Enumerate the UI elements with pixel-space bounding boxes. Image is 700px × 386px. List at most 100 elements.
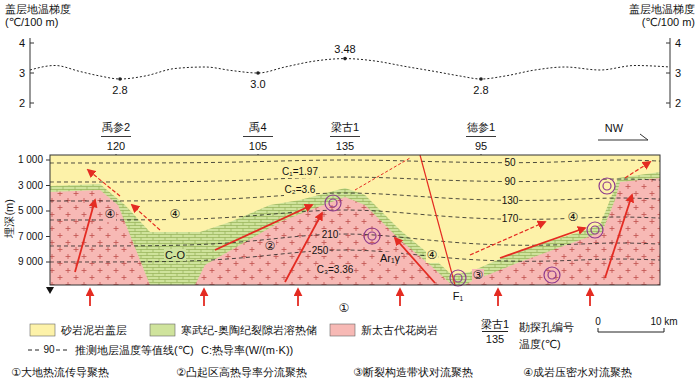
depth-tick — [46, 160, 50, 161]
isotherm-line — [50, 250, 660, 262]
axis-unit: (℃/100 m) — [641, 16, 696, 29]
callout-number: ① — [338, 302, 351, 316]
water-flow — [88, 162, 650, 255]
isotherm-label: 90 — [42, 344, 55, 356]
axis-title: 埋深(m) — [3, 198, 16, 239]
depth-arrow — [46, 287, 54, 294]
strata-label: Ar₁γ — [379, 252, 401, 265]
tick-label: 3 — [674, 67, 682, 80]
well-name: 梁古1 — [330, 121, 360, 134]
isotherm-label: 210 — [321, 229, 340, 241]
heat-flow — [75, 195, 632, 306]
axis-line — [30, 38, 34, 108]
well-sample — [482, 331, 508, 332]
well-temperature: 120 — [106, 140, 126, 153]
isotherm-line — [50, 193, 660, 201]
well-temperature: 105 — [248, 140, 268, 153]
section-border — [50, 155, 660, 285]
tick-label: 4 — [674, 37, 682, 50]
well-name: 禹参2 — [101, 121, 131, 134]
conductivity-label: C₂=3.6 — [284, 184, 317, 196]
well-temperature: 135 — [335, 140, 355, 153]
focus-ring — [599, 178, 615, 194]
depth-label: 9 000 — [17, 256, 44, 268]
focus-ring — [587, 222, 603, 238]
focus-rings — [325, 178, 615, 286]
focus-ring — [364, 228, 380, 244]
isotherm-label: 130 — [501, 195, 520, 207]
depth-tick — [46, 211, 50, 212]
tick-label: 3 — [18, 67, 26, 80]
direction-arrow — [598, 134, 648, 140]
conductivity-label: C₁=1.97 — [281, 166, 319, 178]
isotherm-line — [50, 177, 660, 182]
tick-label: 4 — [18, 37, 26, 50]
isotherm-label: 90 — [503, 176, 516, 188]
mechanism-note: ②凸起区高热导率分流聚热 — [175, 366, 308, 379]
legend-swatch — [330, 324, 355, 336]
legend-label: 砂岩泥岩盖层 — [60, 324, 128, 337]
depth-tick — [46, 262, 50, 263]
gradient-value: 2.8 — [472, 84, 489, 97]
gradient-point — [256, 71, 260, 75]
geology — [50, 155, 660, 285]
mechanism-note: ①大地热流传导聚热 — [10, 366, 110, 379]
axis-title: 盖层地温梯度 — [628, 3, 696, 16]
callout-number: ④ — [169, 208, 182, 222]
well-name: 禹4 — [248, 121, 267, 134]
legend-swatch — [30, 324, 55, 336]
depth-label: 3 000 — [17, 180, 44, 192]
heat-flow-arrow — [589, 289, 591, 306]
callout-number: ③ — [472, 269, 485, 283]
legend-label: 推测地层温度等值线(℃) — [74, 344, 195, 357]
legend-note: 温度(℃) — [518, 338, 562, 351]
fault-line — [420, 155, 455, 285]
legend-label: 寒武纪-奥陶纪裂隙岩溶热储 — [180, 324, 318, 337]
heat-flow-arrow — [605, 195, 632, 278]
isotherm-line — [50, 234, 660, 246]
mechanism-note: ③断裂构造带状对流聚热 — [352, 366, 474, 379]
focus-ring — [450, 270, 466, 286]
axis-unit: (℃/100 m) — [4, 16, 59, 29]
karst-reservoir — [50, 172, 660, 285]
convection-arrow — [625, 162, 650, 178]
isotherm-label: 170 — [501, 213, 520, 225]
gradient-point — [479, 77, 483, 81]
focus-ring — [591, 226, 599, 234]
depth-label: 7 000 — [17, 231, 44, 243]
legend-swatches — [30, 324, 355, 336]
gradient-value: 3.48 — [333, 43, 356, 56]
depth-tick — [46, 236, 50, 237]
callout-number: ② — [264, 240, 277, 254]
legend-label: 新太古代花岗岩 — [360, 324, 439, 337]
legend-swatch — [150, 324, 175, 336]
direction-label: NW — [604, 122, 624, 135]
gradient-curve — [30, 59, 670, 79]
isotherm-label: 250 — [311, 245, 330, 257]
well-name: 德参1 — [466, 121, 496, 134]
depth-label: 1 000 — [17, 154, 44, 166]
heat-flow-arrow — [399, 289, 401, 306]
legend-note: C:热导率(W/(m·K)) — [200, 344, 294, 357]
granite-basement — [50, 178, 660, 285]
heat-flow-arrow — [89, 289, 91, 306]
well-name: 梁古1 — [480, 318, 510, 331]
isotherm-label: 50 — [503, 157, 516, 169]
callout-number: ④ — [104, 208, 117, 222]
heat-flow-arrow — [75, 200, 95, 272]
conductivity-label: C₃=3.36 — [316, 264, 355, 276]
gradient-value: 2.8 — [111, 84, 128, 97]
tick-label: 2 — [18, 97, 26, 110]
mechanism-note: ④成岩压密水对流聚热 — [522, 366, 633, 379]
scale-label: 10 km — [649, 316, 678, 328]
gradient-points — [118, 57, 483, 81]
focus-ring — [544, 267, 560, 283]
focus-ring — [329, 199, 337, 207]
focus-ring — [454, 274, 462, 282]
fault-line — [355, 158, 410, 190]
focus-ring — [368, 232, 376, 240]
heat-flow-arrow — [203, 289, 205, 306]
depth-label: 5 000 — [17, 205, 44, 217]
convection-arrow — [470, 222, 545, 255]
well-temperature: 135 — [485, 333, 505, 346]
